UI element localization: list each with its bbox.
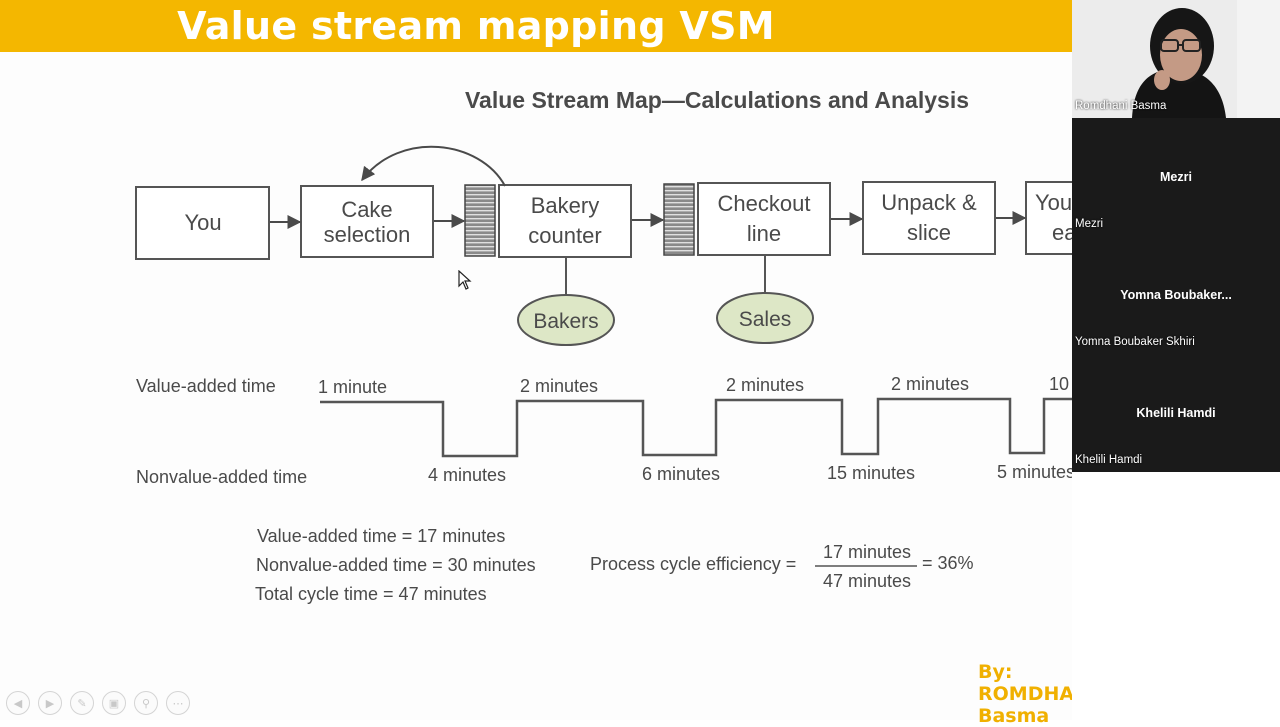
slideshow-controls: ◀ ▶ ✎ ▣ ⚲ ⋯ [6, 691, 190, 715]
slide-area: Value Stream Map—Calculations and Analys… [0, 52, 1097, 727]
value-stream-map: Value Stream Map—Calculations and Analys… [135, 87, 1072, 604]
value-added-time: 10 [1049, 374, 1069, 394]
presenter-avatar [1072, 0, 1280, 118]
pce-denominator: 47 minutes [823, 571, 911, 591]
participant-name: Yomna Boubaker Skhiri [1075, 336, 1195, 348]
zoom-icon[interactable]: ⚲ [134, 691, 158, 715]
process-label: You [1035, 190, 1072, 215]
process-box-cake-selection: Cake selection [300, 185, 434, 258]
value-added-time: 2 minutes [891, 374, 969, 394]
participants-panel: Romdhani Basma Mezri Mezri Yomna Boubake… [1072, 0, 1280, 472]
summary-value-added: Value-added time = 17 minutes [257, 526, 505, 546]
participant-display-name: Mezri [1160, 170, 1192, 184]
process-label: ea [1052, 220, 1072, 245]
pce-result: = 36% [922, 553, 974, 573]
process-box-bakery-counter: Bakery counter [498, 184, 632, 258]
slides-icon[interactable]: ▣ [102, 691, 126, 715]
process-label: Checkout [718, 191, 811, 216]
process-box-checkout-line: Checkout line [697, 182, 831, 256]
process-label: line [747, 221, 781, 246]
timeline-line [320, 397, 1072, 458]
process-box-unpack-slice: Unpack & slice [862, 181, 996, 255]
summary-nonvalue-added: Nonvalue-added time = 30 minutes [256, 555, 536, 575]
value-added-time: 1 minute [318, 377, 387, 397]
process-label: slice [907, 220, 951, 245]
more-icon[interactable]: ⋯ [166, 691, 190, 715]
process-label: Cake [341, 197, 392, 222]
participant-display-name: Yomna Boubaker... [1120, 288, 1232, 302]
process-label: You [184, 210, 221, 235]
resource-label: Bakers [533, 310, 598, 333]
value-added-label: Value-added time [136, 376, 276, 396]
return-arrow [361, 145, 506, 187]
forward-icon[interactable]: ▶ [38, 691, 62, 715]
nonvalue-added-time: 5 minutes [997, 462, 1072, 482]
title-banner: Value stream mapping VSM [0, 0, 1072, 52]
process-box-you-eat: You ea [1025, 181, 1072, 255]
process-box-you: You [135, 186, 270, 260]
participant-tile[interactable]: Khelili Hamdi Khelili Hamdi [1072, 354, 1280, 472]
participant-name: Khelili Hamdi [1075, 454, 1143, 466]
participant-name: Mezri [1075, 218, 1104, 230]
value-added-time: 2 minutes [726, 375, 804, 395]
slide-title: Value stream mapping VSM [177, 4, 775, 48]
process-label: Unpack & [881, 190, 977, 215]
pce-numerator: 17 minutes [823, 542, 911, 562]
map-heading: Value Stream Map—Calculations and Analys… [465, 87, 969, 113]
inventory-block [464, 184, 496, 257]
resource-sales [716, 292, 814, 344]
participant-name: Romdhani Basma [1075, 100, 1167, 112]
nonvalue-added-time: 6 minutes [642, 464, 720, 484]
summary-total: Total cycle time = 47 minutes [255, 584, 487, 604]
process-label: counter [528, 223, 601, 248]
nonvalue-added-label: Nonvalue-added time [136, 467, 307, 487]
process-label: selection [324, 222, 411, 247]
pen-icon[interactable]: ✎ [70, 691, 94, 715]
nonvalue-added-time: 15 minutes [827, 463, 915, 483]
participant-display-name: Khelili Hamdi [1136, 406, 1216, 420]
participant-tile[interactable]: Mezri Mezri [1072, 118, 1280, 236]
nonvalue-added-time: 4 minutes [428, 465, 506, 485]
slide-background-right [1072, 472, 1280, 720]
mouse-cursor-icon [458, 269, 472, 295]
inventory-block [663, 183, 695, 256]
participant-tile[interactable]: Yomna Boubaker... Yomna Boubaker Skhiri [1072, 236, 1280, 354]
resource-label: Sales [739, 308, 792, 331]
value-added-time: 2 minutes [520, 376, 598, 396]
presenter-video-tile[interactable]: Romdhani Basma [1072, 0, 1280, 118]
process-label: Bakery [531, 193, 599, 218]
back-icon[interactable]: ◀ [6, 691, 30, 715]
resource-bakers [517, 294, 615, 346]
pce-label: Process cycle efficiency = [590, 554, 796, 574]
